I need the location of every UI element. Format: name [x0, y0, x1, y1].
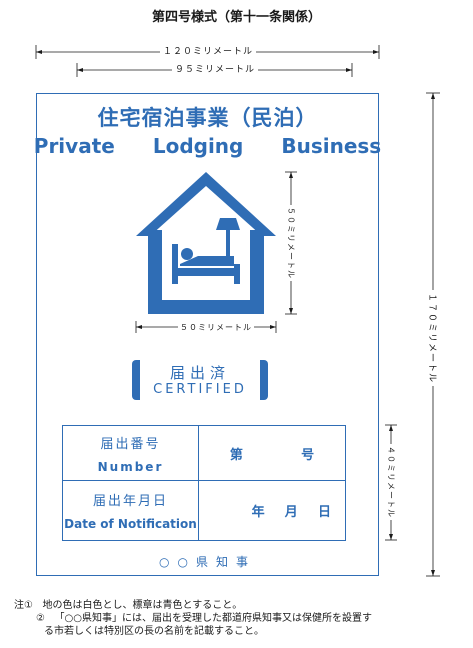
governor-name: ○○県知事 — [159, 555, 256, 569]
date-value-cell: 年 月 日 — [198, 480, 346, 541]
registration-table: 届出番号 Number 第 号 届出年月日 Date of Notificati… — [62, 425, 346, 541]
house-bed-icon — [136, 172, 276, 314]
title-en-word-1: Private — [33, 134, 115, 158]
note-2-marker: ② — [36, 613, 45, 624]
date-label-en: Date of Notification — [64, 517, 197, 531]
bracket-left — [132, 360, 140, 400]
title-en-word-3: Business — [281, 134, 382, 158]
note-2-continued: る市若しくは特別区の長の名前を記載すること。 — [44, 626, 264, 637]
dim-inner-width: ９５ミリメートル — [172, 62, 259, 75]
bracket-right — [260, 360, 268, 400]
number-suffix: 号 — [301, 447, 315, 463]
number-value-cell: 第 号 — [198, 425, 346, 481]
dim-outer-width: １２０ミリメートル — [160, 44, 257, 57]
number-label-jp: 届出番号 — [100, 436, 161, 452]
date-month: 月 — [284, 505, 298, 520]
note-1: 注① 地の色は白色とし、標章は青色とすること。 — [14, 599, 464, 612]
number-label-cell: 届出番号 Number — [62, 425, 199, 481]
note-1-text: 地の色は白色とし、標章は青色とすること。 — [42, 600, 243, 611]
note-1-marker: 注① — [14, 600, 33, 611]
date-label-jp: 届出年月日 — [92, 494, 168, 509]
certified-badge: 届出済 CERTIFIED — [132, 360, 268, 400]
note-2: ② 「○○県知事」には、届出を受理した都道府県知事又は保健所を設置す — [14, 612, 464, 625]
form-title: 第四号様式（第十一条関係） — [151, 10, 321, 25]
dim-icon-width: ５０ミリメートル — [178, 322, 254, 333]
notes: 注① 地の色は白色とし、標章は青色とすること。 ② 「○○県知事」には、届出を受… — [14, 599, 464, 638]
certified-jp: 届出済 — [169, 364, 230, 382]
sign-title-jp: 住宅宿泊事業（民泊） — [97, 106, 318, 130]
date-year: 年 — [251, 505, 265, 520]
date-label-cell: 届出年月日 Date of Notification — [62, 480, 199, 541]
date-day: 日 — [317, 505, 331, 520]
certified-en: CERTIFIED — [153, 382, 247, 397]
number-prefix: 第 — [229, 447, 243, 463]
dim-sign-height: １７０ミリメートル — [426, 289, 440, 387]
dim-table-height: ４０ミリメートル — [385, 444, 397, 520]
sign-title-en: Private Lodging Business — [33, 134, 382, 158]
title-en-word-2: Lodging — [152, 134, 244, 158]
note-2-text-a: 「○○県知事」には、届出を受理した都道府県知事又は保健所を設置す — [54, 613, 372, 624]
lodging-sign: 住宅宿泊事業（民泊） Private Lodging Business — [33, 93, 382, 576]
number-label-en: Number — [97, 459, 164, 474]
